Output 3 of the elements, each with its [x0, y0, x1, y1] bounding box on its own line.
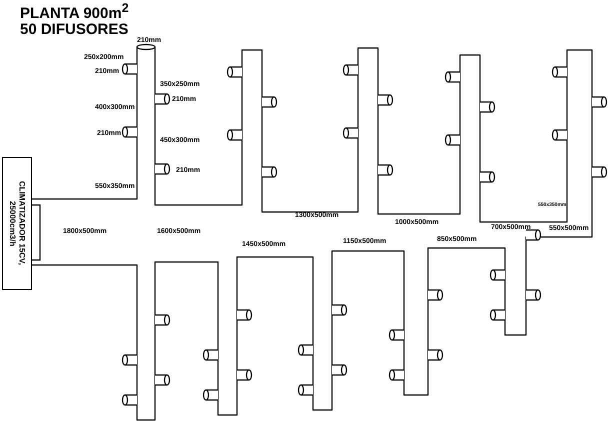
title: PLANTA 900m$^{2}$ 50 DIFUSORES — [20, 2, 130, 38]
unit-box — [2, 157, 32, 290]
unit-label: CLIMATIZADOR 15CV, 25000cm3/h — [7, 180, 27, 268]
